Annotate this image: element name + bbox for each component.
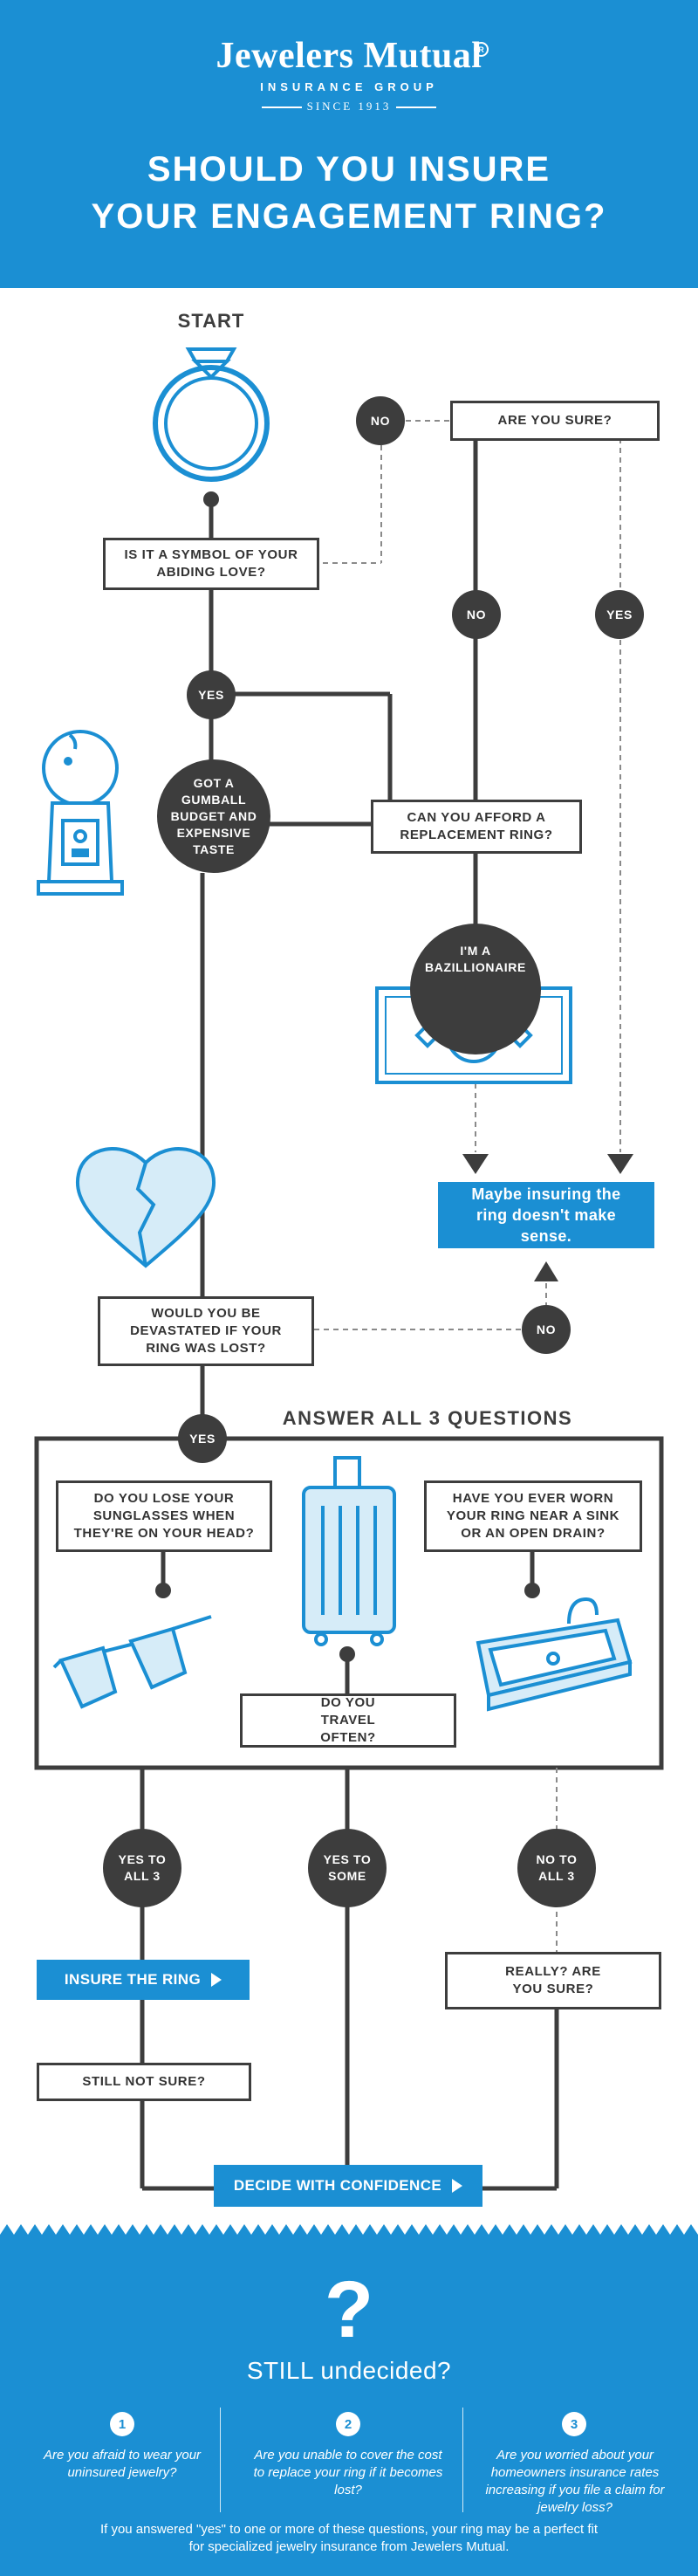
registered-mark: R	[474, 42, 489, 57]
footer: ? STILL undecided? 1 Are you afraid to w…	[0, 2224, 698, 2576]
since-rule-right	[396, 106, 436, 108]
question-number-2: 2	[336, 2412, 360, 2436]
decide-with-confidence-button[interactable]: DECIDE WITH CONFIDENCE	[214, 2165, 482, 2207]
footer-closing-text: If you answered "yes" to one or more of …	[99, 2522, 599, 2554]
question-sink: HAVE YOU EVER WORN YOUR RING NEAR A SINK…	[424, 1480, 642, 1552]
question-symbol: IS IT A SYMBOL OF YOUR ABIDING LOVE?	[103, 538, 319, 590]
gumball-budget-circle: GOT A GUMBALL BUDGET AND EXPENSIVE TASTE	[157, 759, 270, 873]
question-sunglasses: DO YOU LOSE YOUR SUNGLASSES WHEN THEY'RE…	[56, 1480, 272, 1552]
yes-to-some-circle: YES TO SOME	[308, 1829, 387, 1907]
footer-divider	[462, 2408, 463, 2512]
question-travel: DO YOU TRAVEL OFTEN?	[240, 1693, 456, 1748]
answer-no-circle: NO	[356, 396, 405, 445]
footer-question-3: Are you worried about your homeowners in…	[485, 2448, 665, 2515]
footer-question-1: Are you afraid to wear your uninsured je…	[43, 2448, 202, 2480]
brand-name: Jewelers Mutual	[216, 36, 482, 76]
sink-icon	[476, 1597, 633, 1712]
no-to-all-circle: NO TO ALL 3	[517, 1829, 596, 1907]
zigzag-edge	[0, 2224, 698, 2236]
maybe-not-box: Maybe insuring the ring doesn't make sen…	[438, 1182, 654, 1248]
page-title-line-1: SHOULD YOU INSURE	[147, 150, 551, 189]
sunglasses-icon	[52, 1615, 212, 1709]
question-are-you-sure: ARE YOU SURE?	[450, 401, 660, 441]
diamond-ring-icon	[153, 347, 270, 482]
question-devastated: WOULD YOU BE DEVASTATED IF YOUR RING WAS…	[98, 1296, 314, 1366]
bazillionaire-circle: I'M A BAZILLIONAIRE	[410, 924, 541, 1054]
footer-question-2: Are you unable to cover the cost to repl…	[253, 2448, 443, 2497]
still-undecided-heading: STILL undecided?	[246, 2357, 452, 2384]
play-arrow-icon	[452, 2179, 463, 2193]
brand-subtitle: INSURANCE GROUP	[260, 80, 438, 93]
start-label: START	[177, 310, 245, 332]
really-are-you-sure: REALLY? ARE YOU SURE?	[445, 1952, 661, 2009]
decide-with-confidence-label: DECIDE WITH CONFIDENCE	[233, 2177, 442, 2194]
footer-divider	[220, 2408, 221, 2512]
header: Jewelers Mutual R INSURANCE GROUP SINCE …	[0, 0, 698, 288]
answer-no-circle: NO	[452, 590, 501, 639]
broken-heart-icon	[75, 1147, 216, 1268]
question-afford: CAN YOU AFFORD A REPLACEMENT RING?	[371, 800, 582, 854]
brand-since: SINCE 1913	[306, 100, 392, 113]
answer-yes-circle: YES	[187, 670, 236, 719]
question-number-3: 3	[562, 2412, 586, 2436]
question-number-1: 1	[110, 2412, 134, 2436]
still-not-sure: STILL NOT SURE?	[37, 2063, 251, 2101]
answer-yes-circle: YES	[595, 590, 644, 639]
question-mark-icon: ?	[324, 2265, 374, 2354]
answer-all-heading: ANSWER ALL 3 QUESTIONS	[282, 1407, 573, 1429]
play-arrow-icon	[211, 1973, 222, 1987]
yes-to-all-circle: YES TO ALL 3	[103, 1829, 181, 1907]
since-rule-left	[262, 106, 302, 108]
answer-no-circle: NO	[522, 1305, 571, 1354]
page-title-line-2: YOUR ENGAGEMENT RING?	[91, 197, 607, 236]
flowchart-lines: $	[34, 347, 664, 2191]
insure-the-ring-button[interactable]: INSURE THE RING	[37, 1960, 250, 2000]
gumball-machine-icon	[37, 730, 124, 896]
suitcase-icon	[302, 1456, 396, 1646]
answer-yes-circle: YES	[178, 1414, 227, 1463]
insure-the-ring-label: INSURE THE RING	[64, 1971, 202, 1988]
